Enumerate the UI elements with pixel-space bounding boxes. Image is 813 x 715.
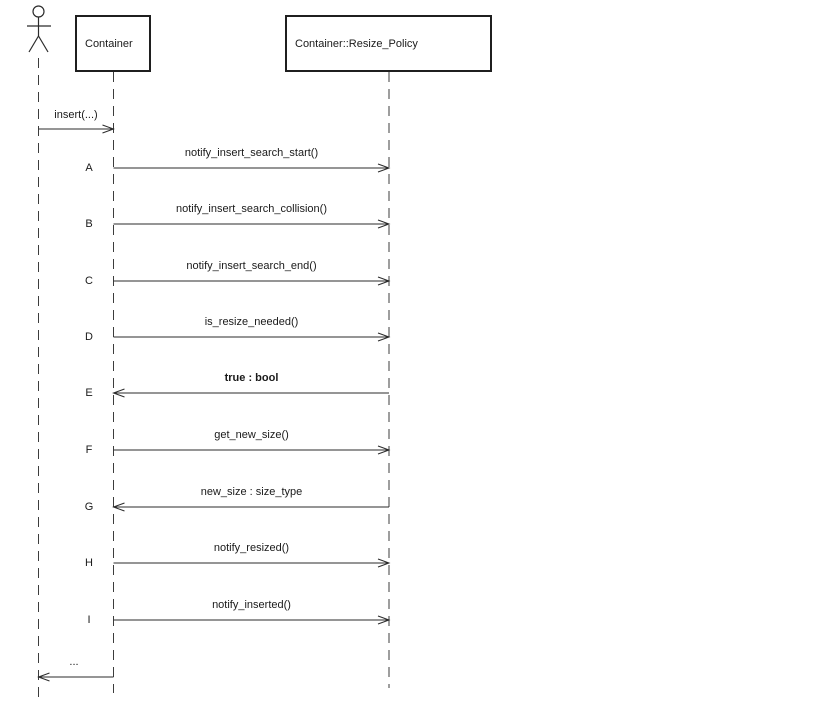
message-arrow-b (113, 219, 391, 229)
message-letter-c: C (85, 275, 93, 287)
message-label-insert: insert(...) (54, 109, 98, 121)
message-letter-e: E (85, 387, 93, 399)
message-label-b: notify_insert_search_collision() (175, 203, 327, 215)
message-letter-h: H (85, 557, 93, 569)
message-arrow-g (112, 502, 389, 512)
actor-icon (27, 5, 51, 53)
message-letter-g: G (84, 501, 94, 513)
message-arrow-h (113, 558, 391, 568)
message-label-e: true : bool (224, 372, 279, 384)
message-arrow-e (112, 388, 389, 398)
message-arrow-a (113, 163, 391, 173)
message-letter-d: D (85, 331, 93, 343)
message-label-d: is_resize_needed() (204, 316, 299, 328)
participant-box-container: Container (75, 15, 151, 72)
message-label-i: notify_inserted() (212, 599, 291, 611)
participant-box-resize-policy: Container::Resize_Policy (285, 15, 492, 72)
message-letter-i: I (87, 614, 91, 626)
message-letter-a: A (85, 162, 93, 174)
message-arrow-c (113, 276, 391, 286)
message-arrow-i (113, 615, 391, 625)
message-arrow-return (37, 672, 114, 682)
participant-label-resize-policy: Container::Resize_Policy (295, 37, 418, 50)
message-label-f: get_new_size() (214, 429, 289, 441)
message-label-return: ... (69, 656, 79, 668)
message-letter-b: B (85, 218, 93, 230)
participant-label-container: Container (85, 37, 133, 50)
message-arrow-d (113, 332, 391, 342)
message-label-h: notify_resized() (213, 542, 290, 554)
message-letter-f: F (85, 444, 93, 456)
message-arrow-insert (38, 124, 115, 134)
message-label-g: new_size : size_type (200, 486, 303, 498)
message-label-a: notify_insert_search_start() (184, 147, 319, 159)
message-arrow-f (113, 445, 391, 455)
message-label-c: notify_insert_search_end() (186, 260, 317, 272)
